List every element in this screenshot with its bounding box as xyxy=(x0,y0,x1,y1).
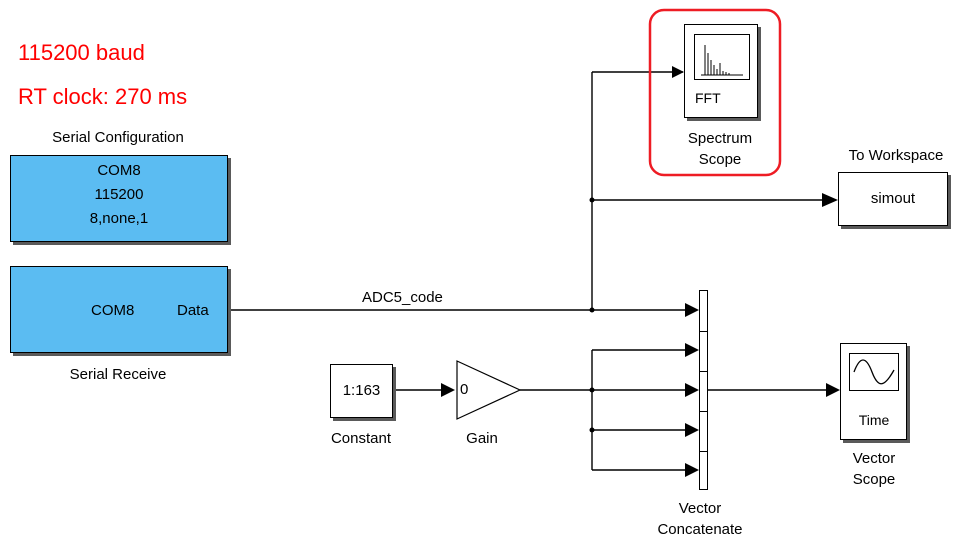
baud-rate-note: 115200 baud xyxy=(18,40,145,65)
vector-concatenate-block[interactable] xyxy=(699,290,708,490)
vector-concatenate-label-line2: Concatenate xyxy=(657,521,743,538)
vector-scope-label: Vector Scope xyxy=(832,448,916,490)
gain-block[interactable] xyxy=(457,361,520,419)
spectrum-scope-label: Spectrum Scope xyxy=(670,128,770,170)
vector-concatenate-label: Vector Concatenate xyxy=(650,498,750,540)
serial-config-label: Serial Configuration xyxy=(52,129,184,146)
spectrum-icon xyxy=(694,34,750,80)
vector-concatenate-label-line1: Vector xyxy=(678,500,722,517)
vector-scope-label-line1: Vector xyxy=(852,450,896,467)
serial-config-port: COM8 xyxy=(97,162,141,179)
spectrum-scope-block[interactable]: FFT xyxy=(684,24,758,118)
serial-receive-block[interactable]: COM8 Data xyxy=(10,266,228,353)
adc-signal-label: ADC5_code xyxy=(362,289,443,306)
serial-config-rate: 115200 xyxy=(94,186,144,203)
to-workspace-variable: simout xyxy=(870,190,916,207)
constant-label: Constant xyxy=(330,430,392,447)
gain-value: 0 xyxy=(460,381,469,398)
spectrum-scope-icon-text: FFT xyxy=(695,90,721,106)
serial-receive-data-port: Data xyxy=(177,302,209,319)
spectrum-scope-label-line1: Spectrum xyxy=(687,130,753,147)
serial-config-block[interactable]: COM8 115200 8,none,1 xyxy=(10,155,228,242)
time-scope-icon xyxy=(849,353,899,391)
constant-block[interactable]: 1:163 xyxy=(330,364,393,418)
gain-label: Gain xyxy=(466,430,498,447)
spectrum-scope-label-line2: Scope xyxy=(698,151,742,168)
serial-config-format: 8,none,1 xyxy=(89,210,149,227)
constant-value: 1:163 xyxy=(342,382,381,399)
to-workspace-label: To Workspace xyxy=(848,147,944,164)
vector-scope-label-line2: Scope xyxy=(852,471,896,488)
rt-clock-note: RT clock: 270 ms xyxy=(18,84,188,109)
vector-scope-icon-text: Time xyxy=(858,412,890,428)
vector-scope-block[interactable]: Time xyxy=(840,343,907,440)
to-workspace-block[interactable]: simout xyxy=(838,172,948,226)
serial-receive-port: COM8 xyxy=(91,302,135,319)
serial-receive-label: Serial Receive xyxy=(69,366,167,383)
